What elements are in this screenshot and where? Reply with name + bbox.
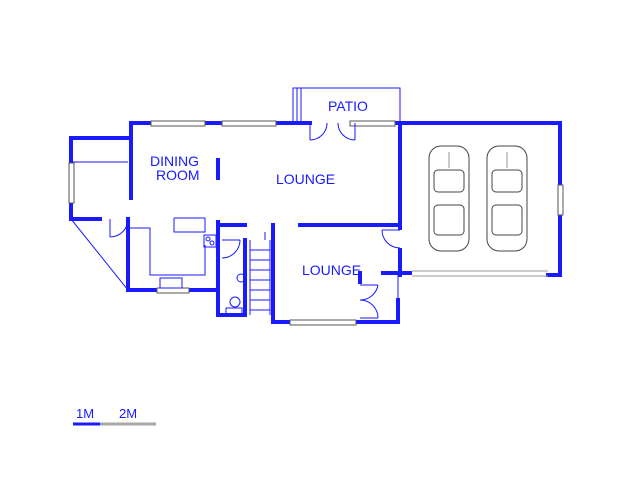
scale-label-1m: 1M [76, 406, 94, 421]
scale-label-2m: 2M [119, 406, 137, 421]
room-label-lounge-upper: LOUNGE [276, 171, 335, 187]
car-left [428, 145, 470, 252]
room-label-patio: PATIO [328, 98, 368, 114]
room-label-lounge-lower: LOUNGE [302, 262, 361, 278]
scale-bar: 1M 2M [73, 406, 156, 426]
room-label-dining: DINING [150, 153, 199, 169]
interior-partitions [128, 217, 399, 315]
fixtures [159, 234, 246, 315]
car-right [486, 145, 528, 252]
patio-outline [292, 87, 401, 122]
garage-door [412, 270, 548, 277]
windows [68, 120, 564, 326]
bay-outline [70, 161, 129, 291]
doors [109, 122, 401, 319]
room-label-room: ROOM [156, 167, 200, 183]
